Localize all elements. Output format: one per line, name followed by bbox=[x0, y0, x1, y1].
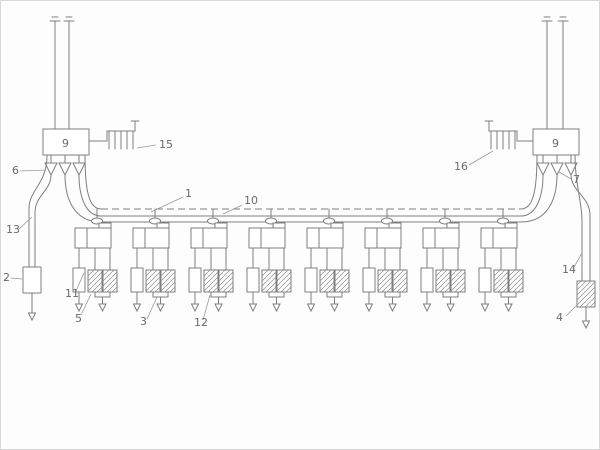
leader-lines bbox=[10, 144, 583, 321]
ref-label-6: 6 bbox=[12, 164, 19, 177]
ref-label-15: 15 bbox=[159, 138, 173, 151]
right-coil bbox=[488, 130, 518, 150]
ref-label-2: 2 bbox=[3, 271, 10, 284]
ref-label-16: 16 bbox=[454, 160, 468, 173]
ref-label-9-left: 9 bbox=[62, 137, 69, 150]
ref-label-1: 1 bbox=[185, 187, 192, 200]
left-controller-box bbox=[42, 128, 90, 156]
leader-line-6 bbox=[19, 169, 47, 172]
leader-line-1 bbox=[150, 196, 184, 213]
leader-line-15 bbox=[136, 144, 157, 149]
leader-line-7 bbox=[558, 171, 572, 180]
leader-line-4 bbox=[565, 302, 580, 317]
valve-station-5 bbox=[305, 209, 349, 311]
leader-line-3 bbox=[146, 296, 158, 320]
left-exhaust-arrow bbox=[28, 312, 36, 321]
leader-line-10 bbox=[222, 204, 243, 215]
valve-station-6 bbox=[363, 209, 407, 311]
leader-line-11 bbox=[75, 272, 85, 292]
left-check-valve-3 bbox=[72, 154, 86, 176]
ref-label-14: 14 bbox=[562, 263, 576, 276]
leader-line-13 bbox=[18, 216, 33, 230]
ref-label-9-right: 9 bbox=[552, 137, 559, 150]
right-vent-stub-2 bbox=[557, 16, 569, 130]
ref-label-5: 5 bbox=[75, 312, 82, 325]
leader-line-5 bbox=[80, 293, 92, 316]
right-vent-stub-1 bbox=[541, 16, 553, 130]
left-vent-stub-2 bbox=[63, 16, 75, 130]
valve-station-3 bbox=[189, 209, 233, 311]
ref-label-4: 4 bbox=[556, 311, 563, 324]
right-check-valve-2 bbox=[550, 154, 564, 176]
reference-numerals: 1 10 15 16 6 7 13 2 11 5 3 12 14 4 bbox=[3, 138, 580, 329]
right-check-valve-1 bbox=[536, 154, 550, 176]
valve-station-8 bbox=[479, 209, 523, 311]
valve-station-7 bbox=[421, 209, 465, 311]
ref-label-7: 7 bbox=[573, 173, 580, 186]
left-reservoir-box bbox=[22, 266, 42, 294]
ref-label-13: 13 bbox=[6, 223, 20, 236]
leader-line-2 bbox=[10, 277, 23, 280]
left-vent-stub-1 bbox=[49, 16, 61, 130]
valve-station-row bbox=[73, 209, 523, 311]
valve-station-4 bbox=[247, 209, 291, 311]
leader-line-16 bbox=[468, 150, 494, 166]
ref-label-11: 11 bbox=[65, 287, 79, 300]
left-check-valve-2 bbox=[58, 154, 72, 176]
right-exhaust-arrow bbox=[582, 320, 590, 329]
valve-station-2 bbox=[131, 209, 175, 311]
right-controller-box bbox=[532, 128, 580, 156]
manifold-bus bbox=[100, 208, 522, 223]
right-control-unit: 9 bbox=[484, 16, 596, 329]
valve-station-1 bbox=[73, 209, 117, 311]
right-reservoir-box bbox=[576, 280, 596, 308]
left-coil bbox=[106, 130, 136, 150]
leader-line-12 bbox=[202, 294, 211, 321]
ref-label-10: 10 bbox=[244, 194, 258, 207]
ref-label-3: 3 bbox=[140, 315, 147, 328]
ref-label-12: 12 bbox=[194, 316, 208, 329]
leader-line-14 bbox=[572, 252, 583, 270]
